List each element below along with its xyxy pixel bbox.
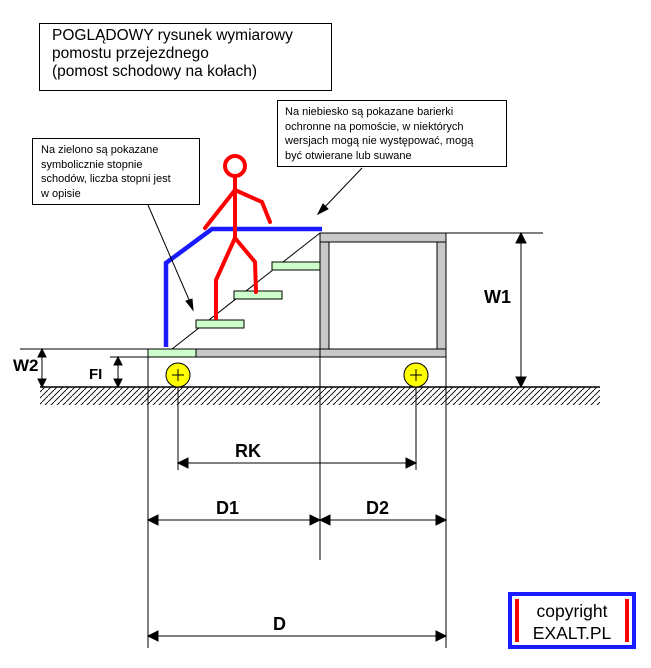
note-line: ochronne na pomoście, w niektórych [285,120,464,133]
dim-label-d2: D2 [366,498,389,518]
dim-label-fi: FI [89,366,102,383]
stair-step [233,290,283,300]
note-green-steps: Na zielono są pokazane symbolicznie stop… [32,138,200,205]
stair-step [195,319,245,329]
dim-label-w1: W1 [484,287,511,307]
dim-label-d: D [273,614,286,634]
note-line: Na niebiesko są pokazane barierki [285,106,454,118]
copyright-line: EXALT.PL [532,623,612,643]
protective-barrier [163,226,322,347]
copyright-box: copyright EXALT.PL [508,592,636,649]
drawing-title: POGLĄDOWY rysunek wymiarowy pomostu prze… [39,23,332,91]
note-line: wersjach mogą nie występować, mogą [285,135,474,147]
stair-step [271,261,321,271]
title-line: pomostu przejezdnego [52,45,209,62]
title-line: POGLĄDOWY rysunek wymiarowy [52,27,293,44]
note-line: być otwierane lub suwane [285,149,412,162]
wheel-left [165,362,191,388]
stair-steps [147,261,321,358]
note-blue-barriers: Na niebiesko są pokazane barierki ochron… [277,100,507,167]
note-line: Na zielono są pokazane [41,144,159,156]
wheel-right [403,362,429,388]
extension-lines [20,232,543,648]
copyright-inner: copyright EXALT.PL [515,599,629,643]
stair-step [147,348,197,358]
dim-label-rk: RK [235,441,261,461]
dim-label-w2: W2 [13,356,39,375]
dimension-labels: W1 W2 FI RK D1 D2 D [13,287,511,634]
note-leaders [147,167,363,312]
note-line: w opisie [41,187,81,200]
title-line: (pomost schodowy na kołach) [52,63,258,80]
dim-label-d1: D1 [216,498,239,518]
note-line: schodów, liczba stopni jest [41,173,171,185]
person-figure [203,154,272,320]
wheels [165,362,429,388]
dimension-lines [37,231,527,642]
note-line: symbolicznie stopnie [41,158,143,171]
copyright-line: copyright [536,601,608,621]
